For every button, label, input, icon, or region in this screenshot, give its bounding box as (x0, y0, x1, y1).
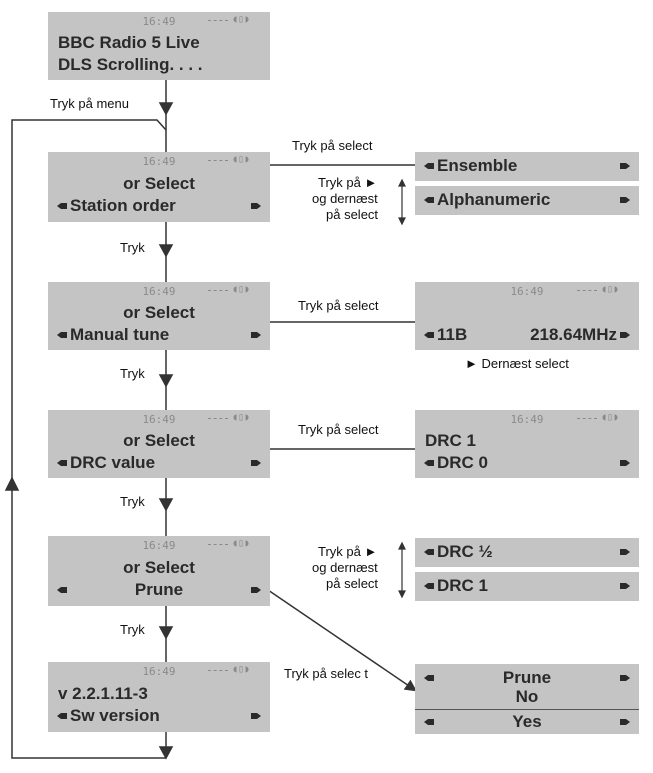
option-label: DRC ½ (437, 542, 493, 561)
right-arrow-icon (620, 583, 630, 589)
label-press-arrow-drc-3: på select (326, 576, 379, 591)
clock: 16:49 (142, 285, 176, 298)
right-arrow-icon (620, 675, 630, 681)
lcd-screen-drc-value: 16:49 ◖▯◗ or Select DRC value (48, 410, 270, 478)
menu-prompt: or Select (123, 431, 195, 450)
right-arrow-icon (620, 197, 630, 203)
label-press-arrow-station-1: Tryk på ► (318, 175, 378, 190)
left-arrow-icon (424, 583, 434, 589)
right-arrow-icon (620, 719, 630, 725)
menu-prompt: or Select (123, 303, 195, 322)
signal-icon: ◖▯◗ (208, 14, 250, 25)
label-press-2: Tryk (120, 366, 145, 381)
left-arrow-icon (424, 675, 434, 681)
right-arrow-icon (251, 332, 261, 338)
signal-icon: ◖▯◗ (577, 284, 619, 295)
left-arrow-icon (57, 587, 67, 593)
label-press-3: Tryk (120, 494, 145, 509)
lcd-option-drc-half: DRC ½ (415, 538, 639, 567)
main-flow-arrows (158, 80, 174, 760)
right-arrow-icon (251, 203, 261, 209)
menu-item-label: DRC value (70, 453, 156, 472)
drc-current: DRC 1 (425, 431, 477, 450)
right-arrow-icon (251, 587, 261, 593)
lcd-option-drc-1: DRC 1 (415, 572, 639, 601)
bracket-arrows (398, 178, 406, 599)
label-press-select-station: Tryk på select (292, 138, 373, 153)
menu-prompt: or Select (123, 174, 195, 193)
prune-title: Prune (502, 668, 552, 687)
version-number: v 2.2.1.11-3 (58, 684, 148, 703)
label-press-arrow-station-3: på select (326, 207, 379, 222)
lcd-screen-station-order: 16:49 ◖▯◗ or Select Station order (48, 152, 270, 222)
label-press-select-tune: Tryk på select (298, 298, 379, 313)
right-arrow-icon (620, 549, 630, 555)
left-arrow-icon (424, 719, 434, 725)
signal-icon: ◖▯◗ (208, 538, 250, 549)
dls-text: DLS Scrolling. . . . (58, 55, 203, 74)
lcd-screen-now-playing: 16:49 ◖▯◗ BBC Radio 5 Live DLS Scrolling… (48, 12, 270, 80)
prune-no: No (515, 687, 539, 706)
station-name: BBC Radio 5 Live (58, 33, 200, 52)
lcd-option-alphanumeric: Alphanumeric (415, 186, 639, 215)
label-press-menu: Tryk på menu (50, 96, 129, 111)
option-label: Alphanumeric (437, 190, 551, 209)
clock: 16:49 (142, 539, 176, 552)
left-arrow-icon (57, 203, 67, 209)
drc-option: DRC 0 (437, 453, 489, 472)
option-label: Ensemble (437, 156, 518, 175)
left-arrow-icon (57, 460, 67, 466)
connector-lines (267, 164, 417, 692)
menu-item-label: Sw version (70, 706, 160, 725)
label-press-select-drc: Tryk på select (298, 422, 379, 437)
label-press-arrow-drc-2: og dernæst (312, 560, 378, 575)
signal-icon: ◖▯◗ (208, 664, 250, 675)
right-arrow-icon (620, 163, 630, 169)
label-press-arrow-station-2: og dernæst (312, 191, 378, 206)
menu-item-label: Prune (134, 580, 184, 599)
loop-back-arrow (4, 119, 167, 759)
left-arrow-icon (424, 332, 434, 338)
label-press-arrow-drc-1: Tryk på ► (318, 544, 378, 559)
signal-icon: ◖▯◗ (208, 284, 250, 295)
option-label: DRC 1 (437, 576, 489, 595)
lcd-manual-tune-frequency: 16:49 ◖▯◗ 11B 218.64MHz (415, 282, 639, 350)
lcd-screen-sw-version: 16:49 ◖▯◗ v 2.2.1.11-3 Sw version (48, 662, 270, 732)
lcd-screen-manual-tune: 16:49 ◖▯◗ or Select Manual tune (48, 282, 270, 350)
clock: 16:49 (142, 155, 176, 168)
menu-item-label: Station order (70, 196, 176, 215)
left-arrow-icon (57, 332, 67, 338)
lcd-option-ensemble: Ensemble (415, 152, 639, 181)
label-press-select-prune: Tryk på selec t (284, 666, 369, 681)
clock: 16:49 (142, 413, 176, 426)
signal-icon: ◖▯◗ (208, 412, 250, 423)
lcd-prune-confirm: Prune No Yes (415, 664, 639, 734)
menu-prompt: or Select (123, 558, 195, 577)
left-arrow-icon (424, 197, 434, 203)
left-arrow-icon (57, 713, 67, 719)
clock: 16:49 (510, 285, 544, 298)
lcd-drc-value-screen: 16:49 ◖▯◗ DRC 1 DRC 0 (415, 410, 639, 478)
channel-label: 11B (437, 325, 468, 344)
signal-icon: ◖▯◗ (208, 154, 250, 165)
menu-item-label: Manual tune (70, 325, 170, 344)
left-arrow-icon (424, 549, 434, 555)
frequency-label: 218.64MHz (530, 325, 617, 344)
label-then-select: ► Dernæst select (465, 356, 569, 371)
label-press-4: Tryk (120, 622, 145, 637)
left-arrow-icon (424, 163, 434, 169)
clock: 16:49 (510, 413, 544, 426)
label-press-1: Tryk (120, 240, 145, 255)
signal-icon: ◖▯◗ (577, 412, 619, 423)
prune-yes: Yes (512, 712, 542, 731)
right-arrow-icon (251, 713, 261, 719)
right-arrow-icon (620, 460, 630, 466)
lcd-screen-prune: 16:49 ◖▯◗ or Select Prune (48, 536, 270, 606)
clock: 16:49 (142, 665, 176, 678)
right-arrow-icon (251, 460, 261, 466)
right-arrow-icon (620, 332, 630, 338)
left-arrow-icon (424, 460, 434, 466)
clock: 16:49 (142, 15, 176, 28)
